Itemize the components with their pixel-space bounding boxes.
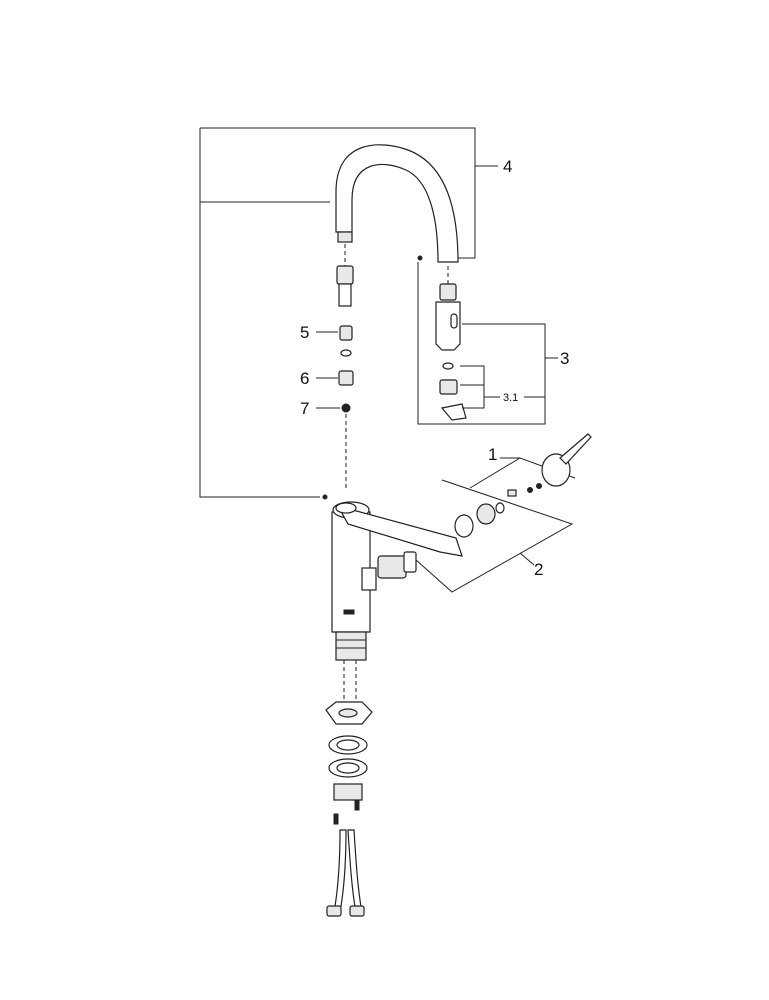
callout-1: 1	[488, 445, 497, 464]
part-6	[338, 370, 354, 386]
part-7	[341, 403, 351, 413]
callout-7: 7	[300, 399, 309, 418]
spray-head-part-3	[435, 266, 467, 421]
callout-3: 3	[560, 349, 569, 368]
callout-4: 4	[503, 157, 512, 176]
handle-part-1	[469, 433, 592, 497]
callout-2: 2	[534, 560, 543, 579]
spout-part-4	[335, 144, 459, 263]
bracket-4	[199, 127, 498, 498]
callout-5: 5	[300, 323, 309, 342]
part-5	[339, 325, 353, 341]
callout-6: 6	[300, 369, 309, 388]
mounting-hardware	[325, 660, 373, 917]
callout-3-1: 3.1	[503, 392, 518, 404]
cartridge-part-2	[377, 479, 574, 593]
bracket-3	[417, 262, 558, 425]
faucet-body	[322, 494, 463, 661]
spout-inner-parts	[336, 244, 354, 490]
